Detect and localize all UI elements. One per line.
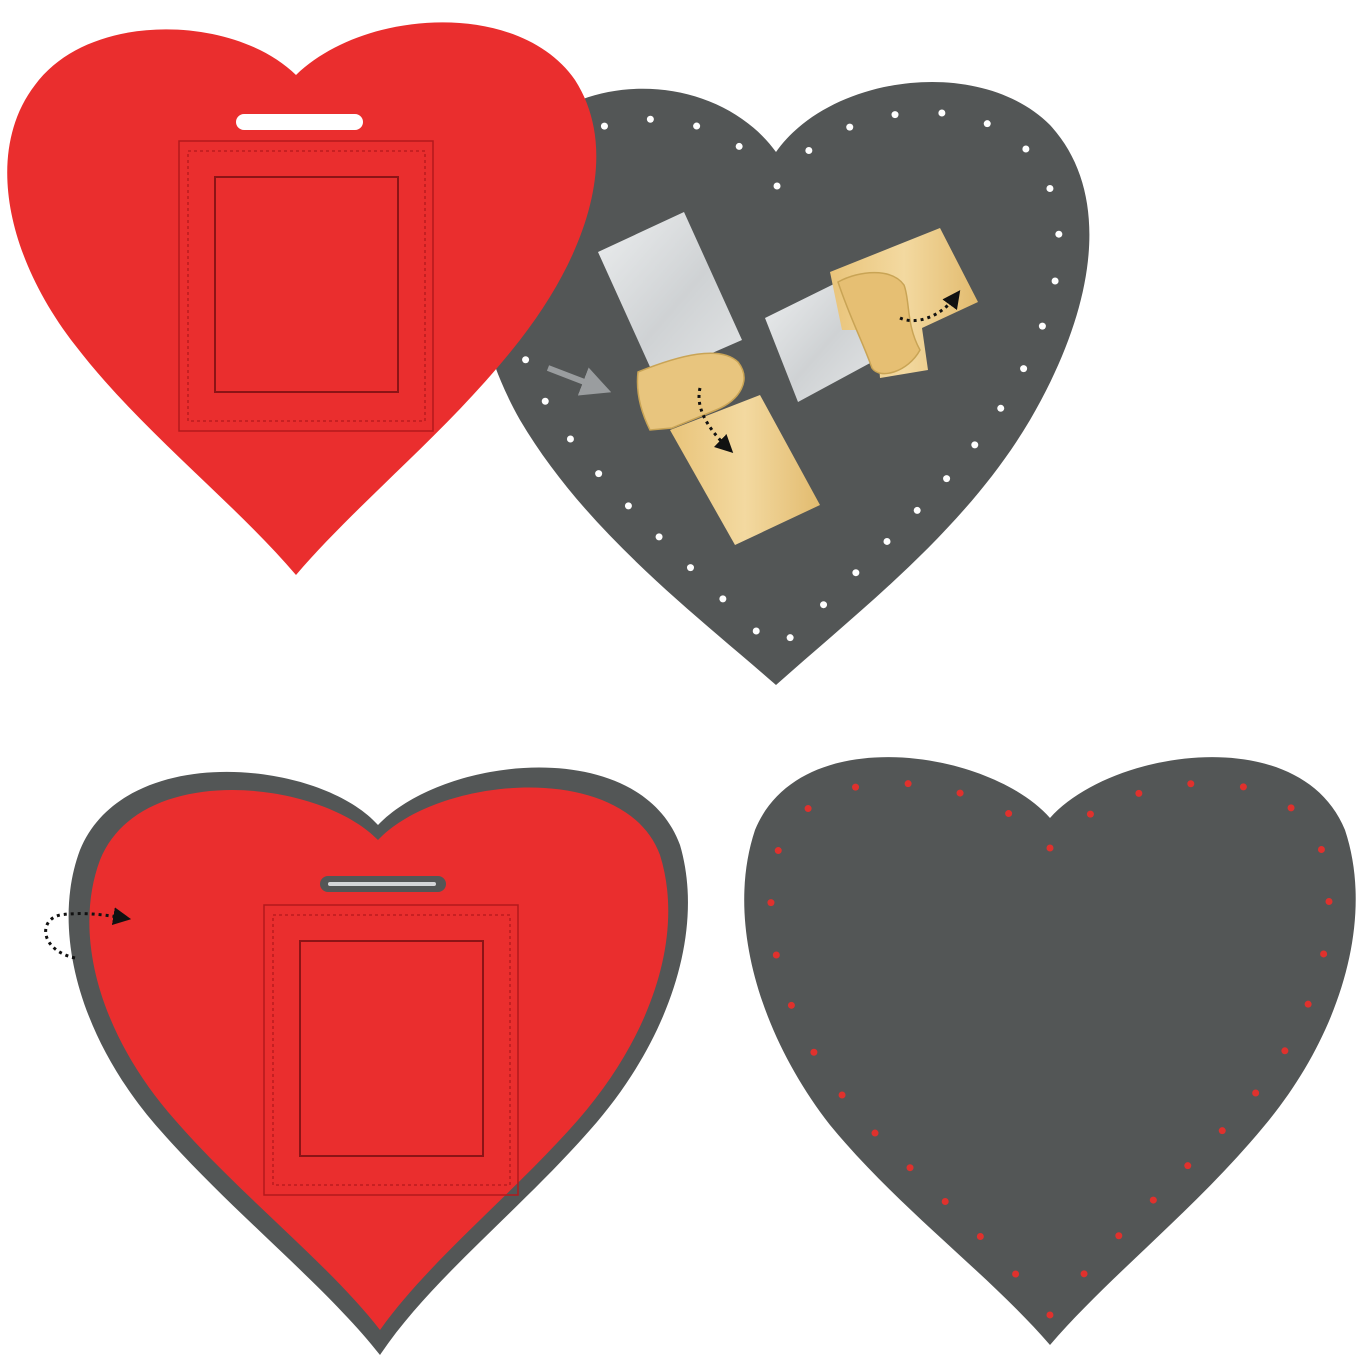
hanging-slot-highlight: [328, 882, 436, 886]
stitch-hole: [805, 805, 812, 812]
stitch-hole: [1150, 1197, 1157, 1204]
stitch-hole: [1012, 1270, 1019, 1277]
stitch-hole: [884, 538, 891, 545]
stitch-hole: [1318, 846, 1325, 853]
stitch-hole: [625, 502, 632, 509]
stitch-hole: [805, 147, 812, 154]
stitch-hole: [852, 569, 859, 576]
stitch-hole: [1184, 1162, 1191, 1169]
stitch-hole: [938, 109, 945, 116]
stitch-hole: [774, 182, 781, 189]
assembled-back-heart: [744, 757, 1356, 1345]
stitch-hole: [719, 595, 726, 602]
stitch-hole: [647, 116, 654, 123]
stitch-hole: [567, 436, 574, 443]
stitch-hole: [1046, 845, 1053, 852]
stitch-hole: [839, 1092, 846, 1099]
stitch-hole: [1115, 1232, 1122, 1239]
stitch-hole: [736, 143, 743, 150]
stitch-hole: [542, 398, 549, 405]
stitch-hole: [914, 507, 921, 514]
stitch-hole: [1087, 811, 1094, 818]
stitch-hole: [852, 784, 859, 791]
stitch-hole: [971, 441, 978, 448]
stitch-hole: [943, 475, 950, 482]
stitch-hole: [1252, 1090, 1259, 1097]
stitch-hole: [1046, 185, 1053, 192]
stitch-hole: [693, 123, 700, 130]
stitch-hole: [892, 111, 899, 118]
stitch-hole: [957, 790, 964, 797]
stitch-hole: [1288, 804, 1295, 811]
stitch-hole: [687, 564, 694, 571]
stitch-hole: [1020, 365, 1027, 372]
stitch-hole: [1325, 898, 1332, 905]
stitch-hole: [1187, 780, 1194, 787]
stitch-hole: [1055, 231, 1062, 238]
stitch-hole: [1039, 323, 1046, 330]
stitch-hole: [788, 1002, 795, 1009]
stitch-hole: [1320, 950, 1327, 957]
stitch-hole: [773, 952, 780, 959]
red-front-shape: [89, 788, 668, 1331]
stitch-hole: [984, 120, 991, 127]
stitch-hole: [905, 780, 912, 787]
stitch-hole: [767, 899, 774, 906]
stitch-hole: [1022, 145, 1029, 152]
stitch-hole: [1052, 277, 1059, 284]
stitch-hole: [1135, 790, 1142, 797]
stitch-hole: [810, 1049, 817, 1056]
stitch-hole: [942, 1198, 949, 1205]
stitch-hole: [820, 601, 827, 608]
hanging-slot: [236, 114, 363, 130]
stitch-hole: [601, 123, 608, 130]
stitch-hole: [846, 124, 853, 131]
stitch-hole: [907, 1164, 914, 1171]
stitch-hole: [977, 1233, 984, 1240]
stitch-hole: [1240, 783, 1247, 790]
stitch-hole: [753, 627, 760, 634]
stitch-hole: [1046, 1311, 1053, 1318]
stitch-hole: [997, 405, 1004, 412]
stitch-hole: [775, 847, 782, 854]
stitch-hole: [1305, 1001, 1312, 1008]
stitch-hole: [656, 533, 663, 540]
stitch-hole: [1005, 810, 1012, 817]
red-front-heart: [7, 22, 596, 575]
assembled-front-heart: [46, 768, 688, 1355]
stitch-hole: [872, 1130, 879, 1137]
stitch-hole: [1081, 1270, 1088, 1277]
red-heart-shape: [7, 22, 596, 575]
stitch-hole: [1219, 1127, 1226, 1134]
stitch-hole: [1281, 1047, 1288, 1054]
stitch-hole: [595, 470, 602, 477]
stitch-hole: [522, 356, 529, 363]
stitch-hole: [787, 634, 794, 641]
